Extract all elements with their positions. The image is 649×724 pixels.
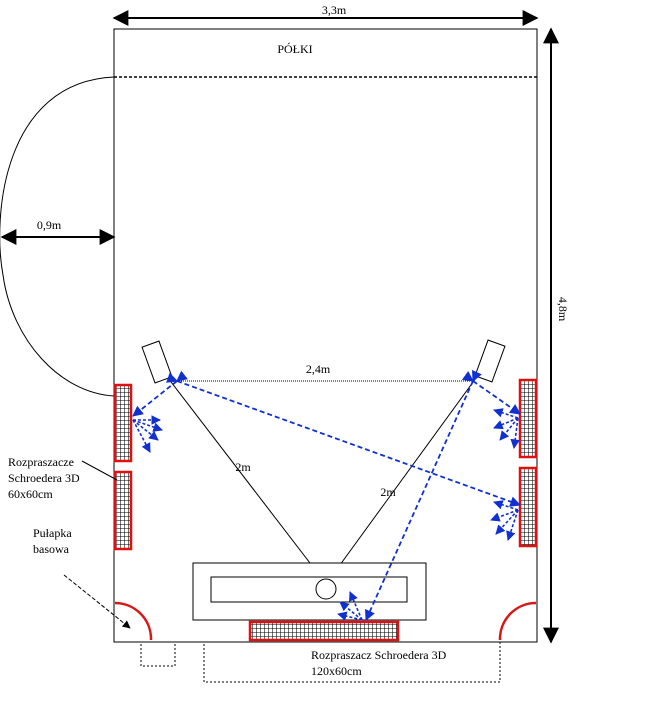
bass-trap-label-line1: Pułapka [33,526,72,540]
left-speaker [141,340,173,384]
rear-diffuser-label-line1: Rozpraszacz Schroedera 3D [311,648,447,662]
room-outline [113,28,538,643]
left-listening-line [167,377,324,581]
diffusion-fan-rear-wall [337,591,363,621]
side-diffusers-label-line1: Rozpraszacze [8,455,74,469]
diffuser-left-rear [113,470,133,551]
left-listening-distance-label: 2m [235,460,251,474]
listener-position [315,578,337,600]
outlet-box [140,641,176,667]
shelves-label: PÓŁKI [277,42,312,56]
bass-trap-label-line2: basowa [33,542,70,556]
rear-diffuser-label-line2: 120x60cm [311,664,362,678]
right-listening-line [328,377,477,581]
rear-area-outline [203,641,501,683]
reflection-right-speaker-to-rear-wall [365,369,482,621]
diffusion-fan-right-front [493,408,520,449]
reflection-paths [132,369,522,621]
diffuser-rear-wall [248,620,400,642]
side-diffusers-leader [81,460,118,481]
side-diffusers-label-line3: 60x60cm [8,487,53,501]
door-clearance-label: 0,9m [37,218,62,232]
side-diffusers-label-line2: Schroedera 3D [8,471,80,485]
bass-trap-right [498,601,537,641]
speaker-spacing-label: 2,4m [306,362,331,376]
reflection-left-speaker-to-right-rear-wall [166,372,522,507]
right-listening-distance-label: 2m [380,485,396,499]
bass-trap-left [114,601,153,641]
width-dimension-label: 3,3m [322,3,347,17]
diffuser-right-front [518,378,538,459]
right-speaker [474,339,506,383]
height-dimension-label: 4,8m [556,297,570,322]
reflection-left-speaker-to-left-wall [132,370,188,417]
desk-inner [210,576,408,603]
diffuser-left-front [113,383,133,463]
bass-trap-leader [63,574,131,629]
diffusion-fan-right-rear [490,500,519,541]
reflection-right-speaker-to-right-wall [461,370,521,415]
diffusion-fan-left-front [132,415,163,453]
door-swing-arc [0,76,115,397]
diffusion-fans [132,408,520,621]
diffuser-right-rear [518,466,538,548]
